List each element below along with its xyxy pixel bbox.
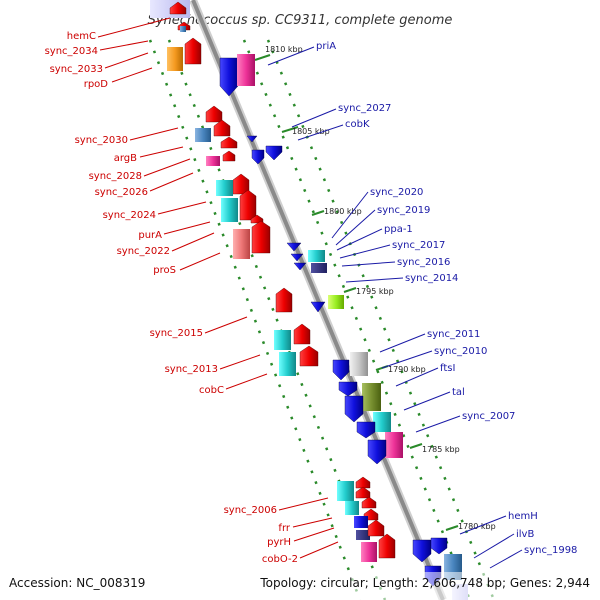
gene-label: sync_2022 [117,246,170,257]
gene-label: cobK [345,119,370,130]
topology-text: Topology: circular; Length: 2,606,748 bp… [259,576,590,590]
reverse-genes [219,54,468,600]
gene-label: sync_2027 [338,103,391,114]
gene-label: cobC [199,385,224,396]
kbp-marker: 1790 kbp [388,365,426,374]
kbp-marker: 1785 kbp [422,445,460,454]
kbp-marker: 1795 kbp [356,287,394,296]
gene-label: sync_2007 [462,411,515,422]
gene-label: cobO-2 [262,554,298,565]
gene-label: sync_2024 [103,210,156,221]
accession-text: Accession: NC_008319 [9,576,145,590]
right-labels: priA sync_2027 cobK sync_2020 sync_2019 … [316,41,577,556]
gene-label: sync_2011 [427,329,480,340]
left-labels: hemC sync_2034 sync_2033 rpoD sync_2030 … [45,31,298,565]
gene-label: sync_2006 [224,505,277,516]
gene-label: sync_2020 [370,187,423,198]
genome-backbone [189,0,447,600]
kbp-markers: 1810 kbp 1805 kbp 1800 kbp 1795 kbp 1790… [254,45,496,531]
gene-label: sync_2016 [397,257,450,268]
kbp-marker: 1810 kbp [265,45,303,54]
gene-label: ilvB [516,529,534,540]
gene-label: sync_2019 [377,205,430,216]
gene-label: sync_2030 [75,135,128,146]
footer-backdrop [0,572,600,600]
kbp-marker: 1800 kbp [324,207,362,216]
gene-label: ppa-1 [384,224,413,235]
gene-label: tal [452,387,465,398]
gene-label: sync_2015 [150,328,203,339]
gene-label: argB [114,153,137,164]
gene-label: sync_1998 [524,545,577,556]
right-leader-lines [267,46,523,569]
gene-label: pyrH [267,537,291,548]
gene-label: rpoD [84,79,109,90]
gene-label: sync_2010 [434,346,487,357]
forward-genes [150,0,396,562]
left-leader-lines [97,17,339,559]
gene-label: hemH [508,511,538,522]
kbp-marker: 1805 kbp [292,127,330,136]
gene-label: sync_2033 [50,64,103,75]
gene-label: sync_2028 [89,171,142,182]
gene-label: hemC [67,31,96,42]
kbp-marker: 1780 kbp [458,522,496,531]
gene-label: ftsI [440,363,455,374]
gene-label: sync_2026 [95,187,148,198]
scale-tracks [148,39,496,600]
gene-label: proS [153,265,176,276]
gene-label: sync_2034 [45,46,98,57]
gene-label: sync_2017 [392,240,445,251]
gene-label: sync_2014 [405,273,458,284]
gene-label: sync_2013 [165,364,218,375]
map-title: Synechococcus sp. CC9311, complete genom… [148,13,453,28]
gene-label: priA [316,41,336,52]
gene-label: frr [278,523,290,534]
gene-label: purA [138,230,162,241]
